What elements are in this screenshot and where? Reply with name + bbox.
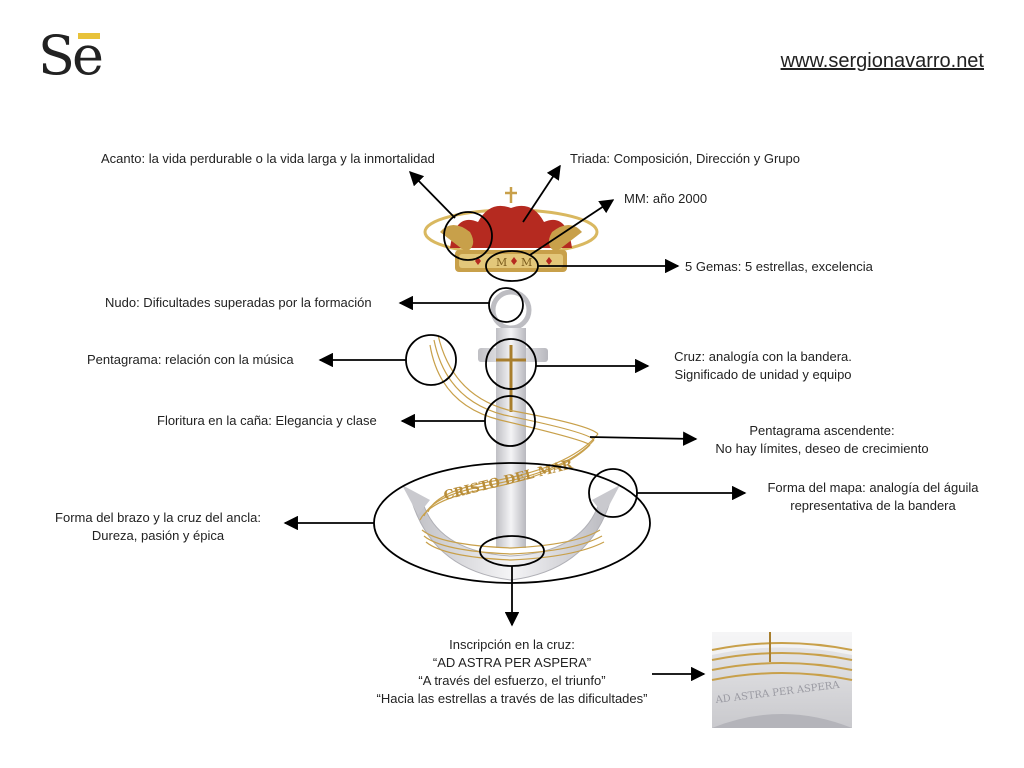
label-inscripcion-line4: “Hacia las estrellas a través de las dif… [376, 691, 648, 706]
label-brazo: Forma del brazo y la cruz del ancla: Dur… [45, 509, 271, 545]
label-inscripcion-line1: Inscripción en la cruz: [449, 637, 575, 652]
label-brazo-line2: Dureza, pasión y épica [91, 528, 225, 543]
label-inscripcion-line3: “A través del esfuerzo, el triunfo” [418, 673, 606, 688]
label-ascendente-line2: No hay límites, deseo de crecimiento [715, 441, 929, 456]
label-triada: Triada: Composición, Dirección y Grupo [570, 151, 800, 166]
label-cruz-line2: Significado de unidad y equipo [674, 367, 852, 382]
label-gemas: 5 Gemas: 5 estrellas, excelencia [685, 259, 873, 274]
gem-3 [546, 257, 552, 265]
crown-letter-m1: M [496, 256, 507, 269]
label-ascendente: Pentagrama ascendente: No hay límites, d… [702, 422, 942, 458]
label-mapa: Forma del mapa: analogía del águila repr… [758, 479, 988, 515]
logo: Se [38, 24, 104, 87]
circle-cruz [485, 338, 537, 390]
label-brazo-line1: Forma del brazo y la cruz del ancla: [55, 510, 261, 525]
label-inscripcion-line2: “AD ASTRA PER ASPERA” [432, 655, 592, 670]
label-cruz-line1: Cruz: analogía con la bandera. [674, 349, 852, 364]
arrow-triada [522, 164, 561, 223]
arrow-acanto [408, 170, 456, 219]
circle-nudo [488, 287, 524, 323]
label-pentagrama: Pentagrama: relación con la música [87, 352, 294, 367]
arrow-mm [529, 199, 615, 256]
inscription-detail-image: AD ASTRA PER ASPERA [711, 632, 853, 728]
circle-acanto [443, 211, 493, 261]
logo-accent-bar [78, 33, 100, 39]
label-acanto: Acanto: la vida perdurable o la vida lar… [101, 151, 435, 166]
label-nudo: Nudo: Dificultades superadas por la form… [105, 295, 372, 310]
circle-pentagrama [405, 334, 457, 386]
crown: M M [423, 187, 599, 272]
site-url-link[interactable]: www.sergionavarro.net [780, 50, 984, 72]
arrow-ascendente [589, 431, 698, 446]
label-mapa-line1: Forma del mapa: analogía del águila [767, 480, 979, 495]
label-mapa-line2: representativa de la bandera [790, 498, 956, 513]
label-cruz: Cruz: analogía con la bandera. Significa… [663, 348, 863, 384]
anchor [402, 289, 620, 581]
label-mm: MM: año 2000 [624, 191, 708, 206]
label-ascendente-line1: Pentagrama ascendente: [749, 423, 895, 438]
crown-letter-m2: M [521, 256, 532, 269]
pentagrama-ribbon [419, 334, 605, 561]
label-floritura: Floritura en la caña: Elegancia y clase [157, 413, 377, 428]
label-inscripcion: Inscripción en la cruz: “AD ASTRA PER AS… [362, 636, 662, 708]
gem-2 [511, 257, 517, 265]
